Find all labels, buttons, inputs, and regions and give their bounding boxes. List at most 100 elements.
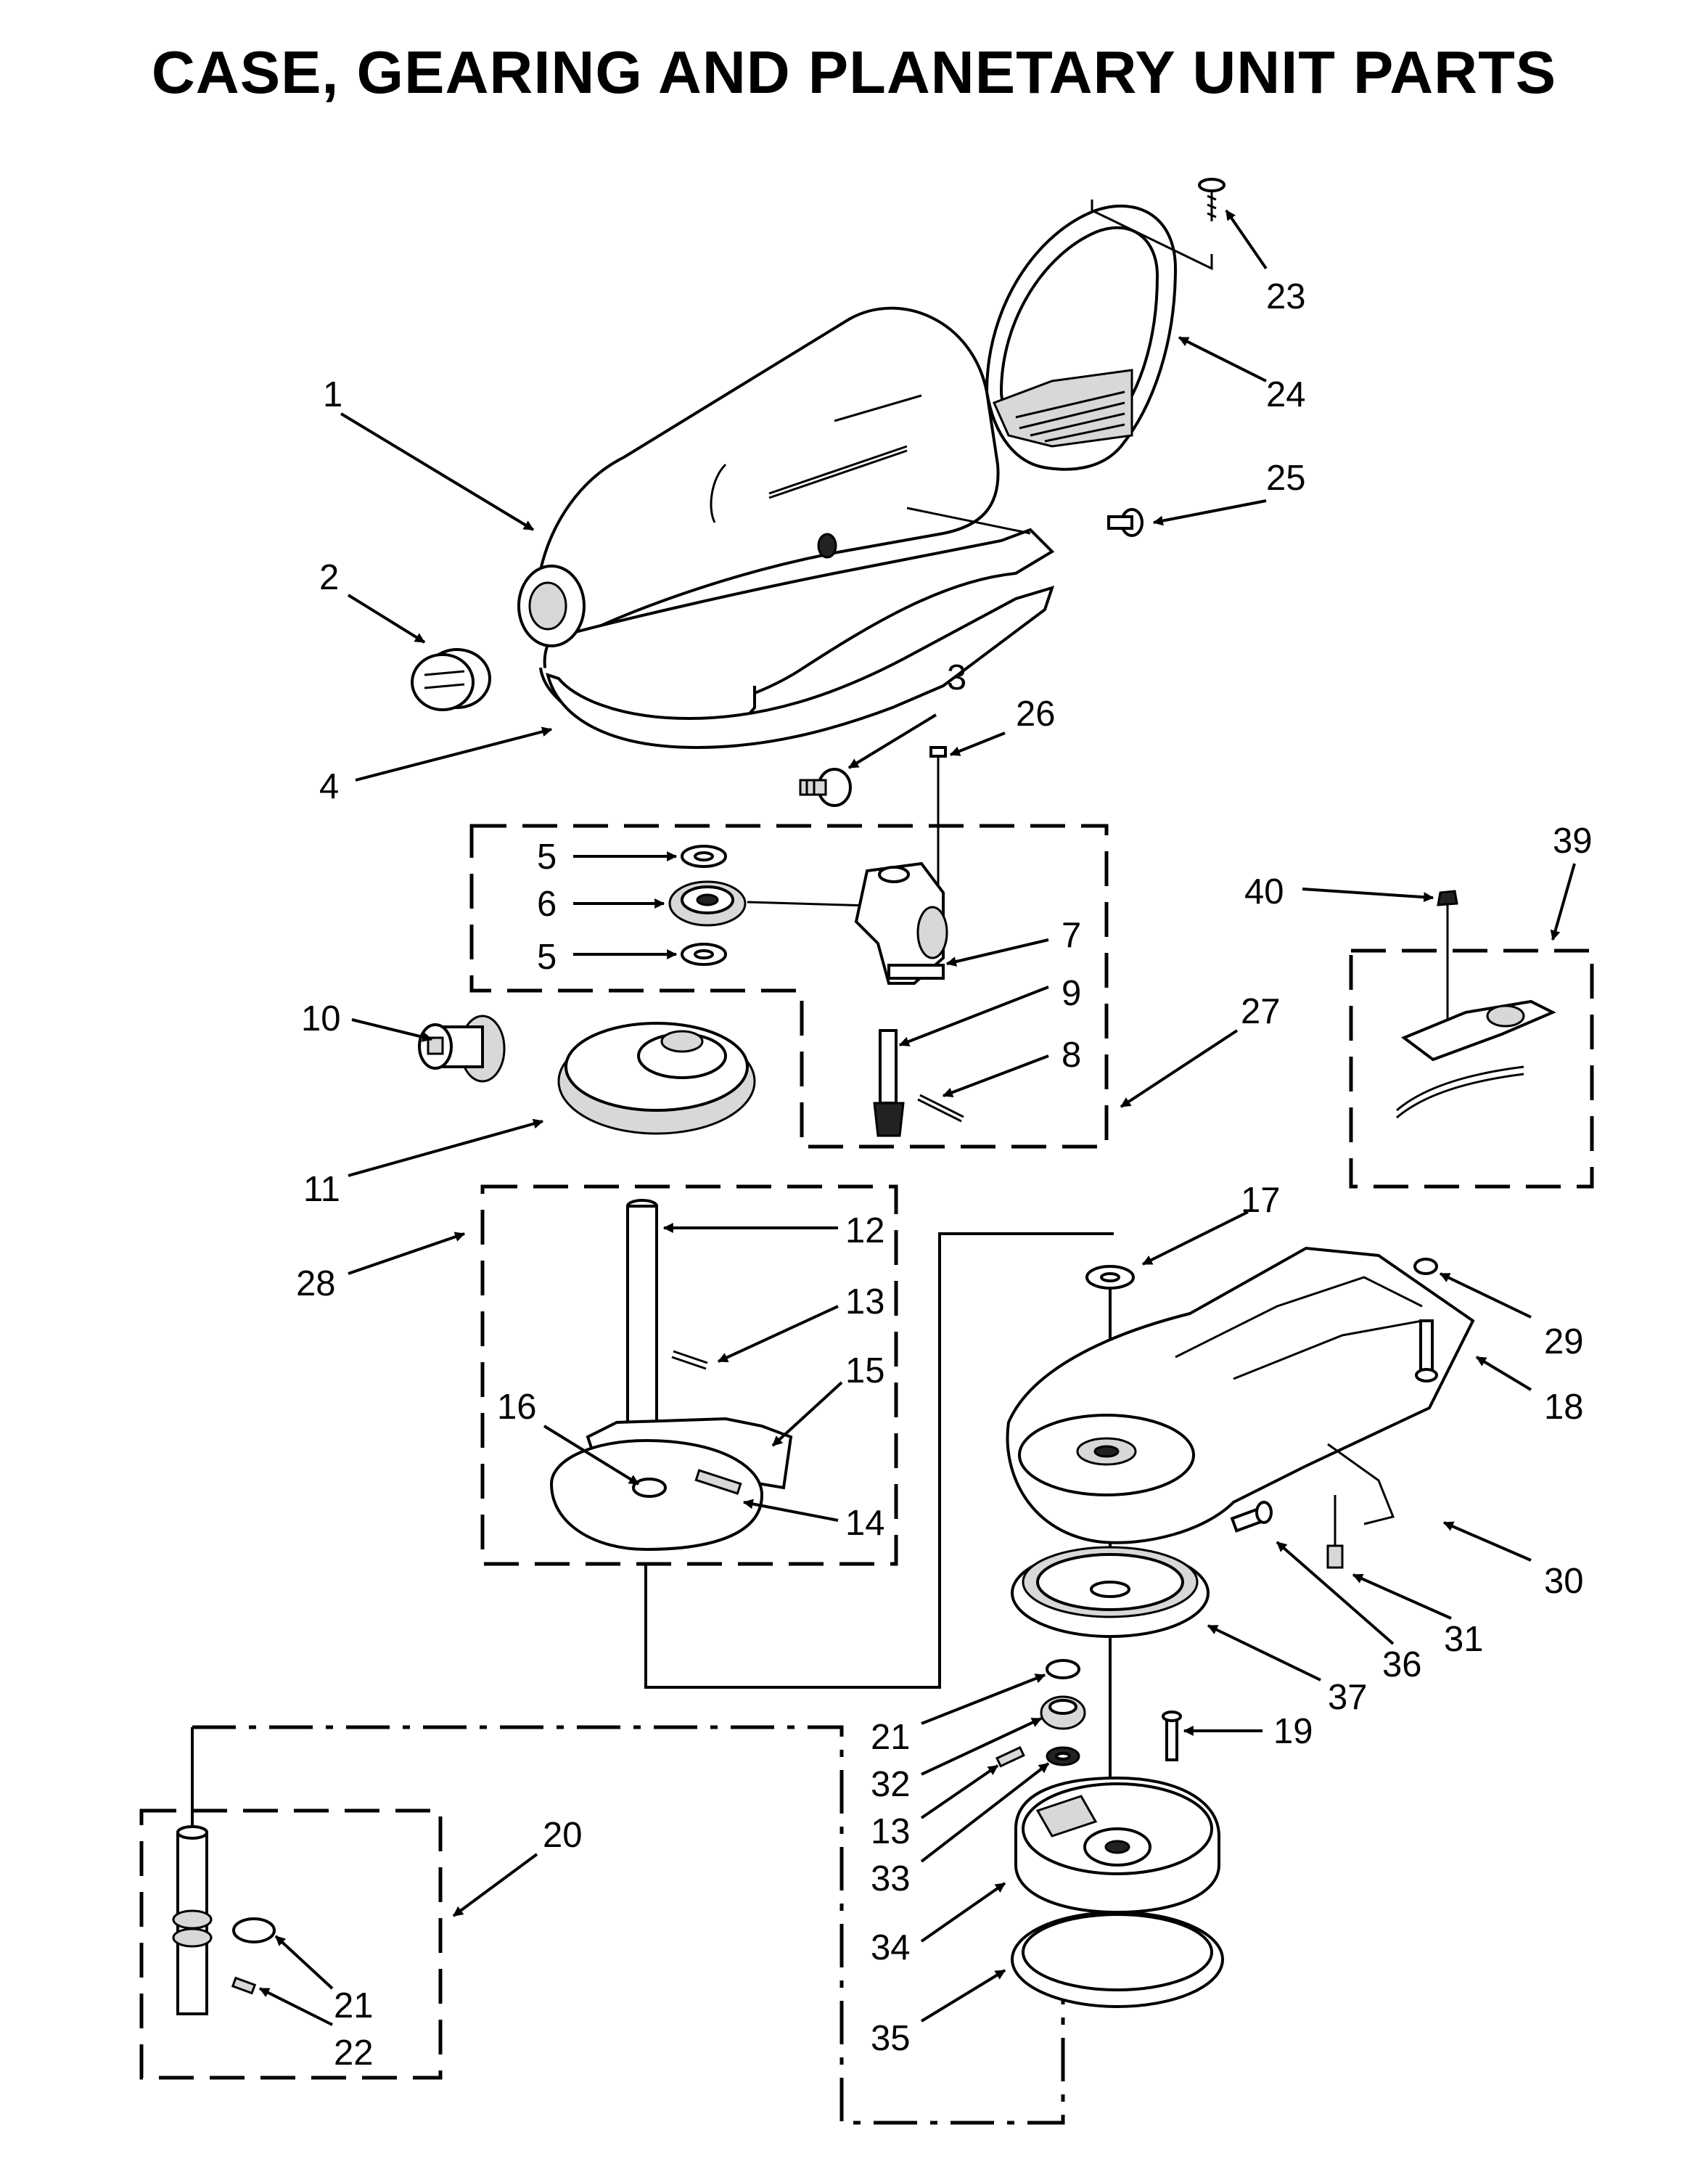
leader-37 — [1207, 1624, 1321, 1681]
callout-22: 22 — [334, 2033, 374, 2073]
connector-28-18 — [644, 1232, 1114, 1689]
callout-32: 32 — [871, 1765, 911, 1804]
callout-33: 33 — [871, 1859, 911, 1898]
shaft-part-12 — [626, 1199, 658, 1451]
group-box-planetary — [192, 1725, 1065, 2125]
shaft-part-9 — [873, 1029, 905, 1137]
screw-part-36 — [1230, 1501, 1273, 1533]
leader-28 — [348, 1232, 466, 1275]
gear-case-part-18 — [1006, 1246, 1475, 1544]
worm-gear-part-10 — [418, 1015, 506, 1083]
switch-part-39 — [1396, 999, 1556, 1119]
callout-13b: 13 — [871, 1812, 911, 1851]
callout-12: 12 — [845, 1211, 885, 1250]
pin-part-8 — [917, 1094, 964, 1123]
leader-40 — [1302, 888, 1434, 903]
pin-part-22 — [231, 1976, 257, 1995]
leader-17 — [1141, 1210, 1249, 1266]
leader-24 — [1178, 336, 1267, 382]
washer-part-17 — [1085, 1265, 1135, 1290]
leader-11 — [348, 1118, 544, 1177]
pin-part-13-upper — [671, 1350, 708, 1370]
callout-34: 34 — [871, 1928, 911, 1967]
screw-part-26 — [929, 746, 947, 777]
gasket-part-16 — [549, 1438, 764, 1552]
gear-part-32 — [1040, 1695, 1086, 1730]
leader-8 — [942, 1054, 1049, 1097]
callout-20: 20 — [543, 1816, 583, 1855]
trim-band-part-4 — [546, 585, 1055, 750]
leader-14 — [742, 1499, 839, 1522]
leader-13b — [920, 1764, 999, 1819]
callout-25: 25 — [1266, 459, 1306, 498]
leader-1 — [340, 412, 535, 531]
leader-30 — [1442, 1521, 1532, 1562]
gear-part-11 — [557, 1022, 756, 1135]
leader-32 — [921, 1717, 1043, 1776]
leader-36 — [1276, 1541, 1395, 1645]
leader-16 — [543, 1425, 640, 1486]
shaft-part-20 — [172, 1825, 213, 2015]
callout-14: 14 — [845, 1504, 885, 1543]
leader-21b — [921, 1673, 1046, 1725]
callout-17: 17 — [1241, 1181, 1281, 1220]
leader-20 — [452, 1853, 538, 1917]
callout-28: 28 — [296, 1264, 336, 1303]
callout-15: 15 — [845, 1351, 885, 1390]
screw-part-40 — [1437, 890, 1458, 922]
group-box-28 — [480, 1184, 898, 1566]
leader-9 — [898, 986, 1049, 1046]
callout-23: 23 — [1266, 277, 1306, 316]
leader-23-line — [1091, 200, 1213, 271]
leader-27 — [1120, 1029, 1239, 1108]
callout-29: 29 — [1544, 1322, 1584, 1361]
callout-40: 40 — [1244, 872, 1284, 911]
thumb-screw-part-3 — [799, 768, 852, 807]
motor-housing-part-1 — [517, 306, 1055, 739]
callout-2: 2 — [319, 558, 339, 597]
callout-13a: 13 — [845, 1282, 885, 1322]
callout-10: 10 — [301, 999, 341, 1038]
bracket-part-7 — [854, 861, 948, 985]
callout-26: 26 — [1016, 695, 1056, 734]
callout-24: 24 — [1266, 375, 1306, 414]
screw-part-19 — [1162, 1711, 1182, 1761]
screw-part-30 — [1415, 1319, 1438, 1382]
callout-31: 31 — [1444, 1620, 1484, 1659]
pin-part-14 — [694, 1469, 742, 1495]
callout-21a: 21 — [334, 1986, 374, 2025]
retaining-ring-part-21-upper — [232, 1917, 276, 1943]
leader-2 — [347, 594, 426, 644]
washer-part-5-top — [681, 845, 727, 868]
callout-7: 7 — [1062, 916, 1081, 955]
leader-7 — [945, 938, 1049, 967]
rear-cover-part-24 — [985, 204, 1178, 471]
callout-5b: 5 — [537, 938, 557, 977]
callout-4: 4 — [319, 767, 339, 806]
callout-1: 1 — [323, 375, 342, 414]
leader-21a — [274, 1935, 334, 1990]
leader-23 — [1225, 209, 1268, 270]
leader-25 — [1152, 499, 1267, 526]
leader-10 — [351, 1018, 433, 1042]
page-title: CASE, GEARING AND PLANETARY UNIT PARTS — [151, 38, 1557, 106]
callout-18: 18 — [1544, 1388, 1584, 1427]
callout-21b: 21 — [871, 1718, 911, 1757]
screw-part-25 — [1107, 508, 1144, 537]
leader-34 — [920, 1882, 1006, 1943]
callout-8: 8 — [1062, 1036, 1081, 1075]
band-part-35 — [1011, 1911, 1224, 2008]
group-box-27 — [469, 824, 1109, 1149]
callout-37: 37 — [1328, 1678, 1368, 1717]
callout-5a: 5 — [537, 837, 557, 877]
ring-gear-part-37 — [1011, 1546, 1210, 1638]
hub-cap-part-2 — [411, 648, 491, 711]
leader-22 — [258, 1987, 333, 2026]
leader-33 — [920, 1762, 1050, 1863]
leader-18 — [1475, 1356, 1532, 1391]
washer-part-29 — [1413, 1258, 1438, 1275]
group-box-39 — [1349, 949, 1594, 1189]
leader-3 — [847, 713, 937, 769]
callout-36: 36 — [1382, 1645, 1422, 1684]
